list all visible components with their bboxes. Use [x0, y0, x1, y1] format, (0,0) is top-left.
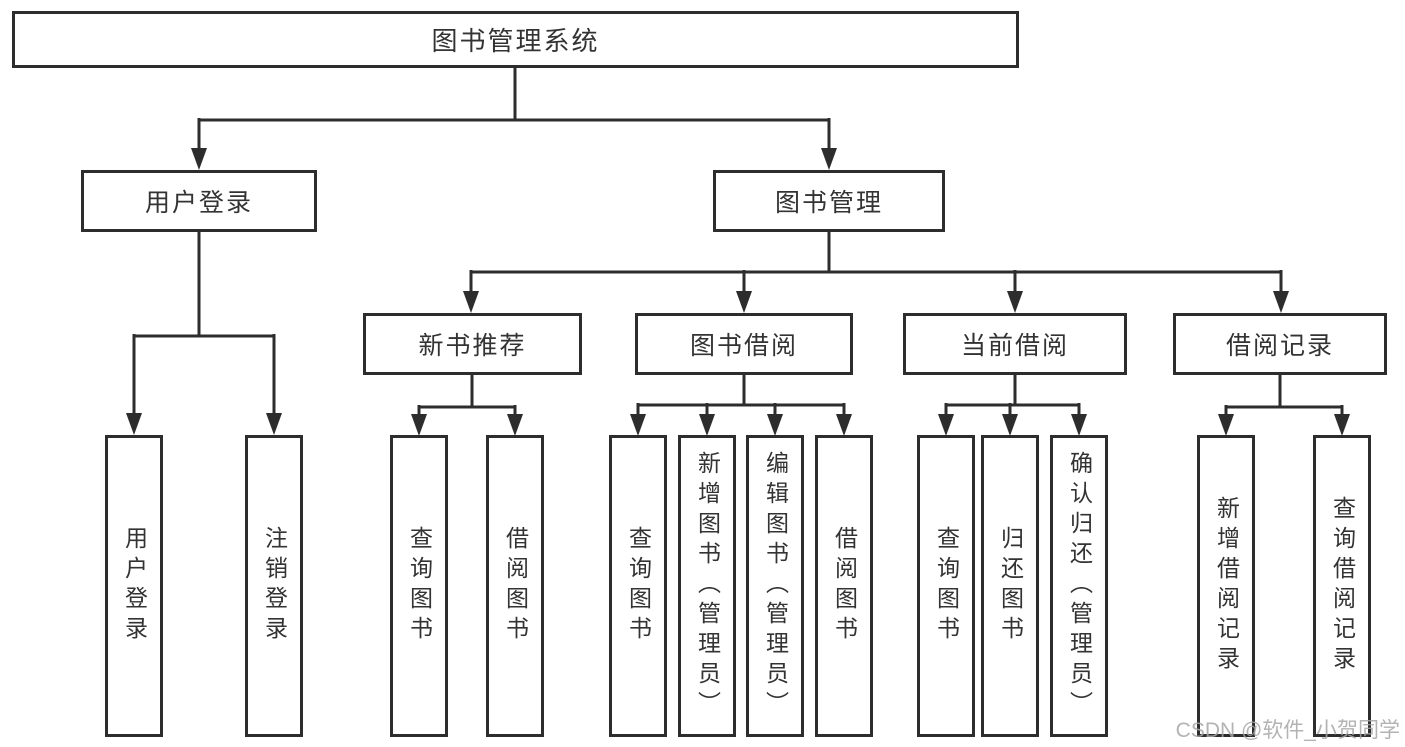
- connector-user-login-to-leaves: [126, 232, 282, 435]
- arrowhead: [836, 414, 852, 436]
- leaf-edit-book-admin-label: 编辑图书（管理员）: [762, 451, 789, 721]
- node-book-management: 图书管理: [713, 170, 945, 232]
- leaf-borrow-books-recommend-label: 借阅图书: [502, 526, 529, 646]
- leaf-return-books: 归还图书: [981, 435, 1039, 737]
- leaf-query-books-current-label: 查询图书: [933, 526, 960, 646]
- node-user-login-label: 用户登录: [144, 189, 253, 217]
- node-new-book-recommend-label: 新书推荐: [418, 332, 527, 360]
- node-book-management-label: 图书管理: [774, 189, 883, 217]
- node-book-borrow-label: 图书借阅: [689, 332, 798, 360]
- node-user-login: 用户登录: [81, 170, 317, 232]
- leaf-user-login-label: 用户登录: [121, 526, 148, 646]
- connector-current-borrow-to-leaves: [938, 375, 1087, 436]
- arrowhead: [411, 414, 427, 436]
- node-library-system: 图书管理系统: [12, 11, 1019, 68]
- arrowhead: [507, 414, 523, 436]
- connector-book-borrow-to-leaves: [630, 375, 852, 436]
- leaf-query-books-recommend-label: 查询图书: [406, 526, 433, 646]
- node-current-borrow: 当前借阅: [903, 313, 1127, 375]
- node-current-borrow-label: 当前借阅: [960, 332, 1069, 360]
- connector-book-management-to-sections: [463, 232, 1289, 313]
- leaf-user-login: 用户登录: [105, 435, 163, 737]
- leaf-query-books-current: 查询图书: [917, 435, 975, 737]
- leaf-borrow-books-label: 借阅图书: [831, 526, 858, 646]
- watermark: CSDN @软件_小贺同学: [1175, 719, 1400, 742]
- leaf-logout: 注销登录: [245, 435, 303, 737]
- leaf-query-books-borrow-label: 查询图书: [625, 526, 652, 646]
- arrowhead: [266, 413, 282, 435]
- arrowhead: [767, 414, 783, 436]
- arrowhead: [938, 414, 954, 436]
- arrowhead: [1273, 291, 1289, 313]
- leaf-logout-label: 注销登录: [261, 526, 288, 646]
- connector-root-to-branches: [191, 68, 837, 170]
- node-book-borrow: 图书借阅: [635, 313, 853, 375]
- node-new-book-recommend: 新书推荐: [363, 313, 582, 375]
- leaf-add-borrow-record-label: 新增借阅记录: [1213, 496, 1240, 676]
- arrowhead: [463, 291, 479, 313]
- arrowhead: [736, 291, 752, 313]
- leaf-query-borrow-record-label: 查询借阅记录: [1329, 496, 1356, 676]
- leaf-borrow-books: 借阅图书: [815, 435, 873, 737]
- leaf-confirm-return-admin: 确认归还（管理员）: [1050, 435, 1108, 737]
- leaf-query-books-borrow: 查询图书: [609, 435, 667, 737]
- connector-new-book-recommend-to-leaves: [411, 375, 523, 436]
- leaf-return-books-label: 归还图书: [997, 526, 1024, 646]
- arrowhead: [1071, 414, 1087, 436]
- node-borrow-records-label: 借阅记录: [1225, 332, 1334, 360]
- leaf-query-books-recommend: 查询图书: [390, 435, 448, 737]
- arrowhead: [1334, 414, 1350, 436]
- arrowhead: [191, 148, 207, 170]
- arrowhead: [1218, 414, 1234, 436]
- arrowhead: [821, 148, 837, 170]
- leaf-confirm-return-admin-label: 确认归还（管理员）: [1066, 451, 1093, 721]
- leaf-add-book-admin: 新增图书（管理员）: [678, 435, 736, 737]
- leaf-add-borrow-record: 新增借阅记录: [1197, 435, 1255, 737]
- node-library-system-label: 图书管理系统: [431, 26, 600, 56]
- arrowhead: [630, 414, 646, 436]
- arrowhead: [1002, 414, 1018, 436]
- leaf-borrow-books-recommend: 借阅图书: [486, 435, 544, 737]
- arrowhead: [699, 414, 715, 436]
- arrowhead: [126, 413, 142, 435]
- leaf-add-book-admin-label: 新增图书（管理员）: [694, 451, 721, 721]
- leaf-query-borrow-record: 查询借阅记录: [1313, 435, 1371, 737]
- node-borrow-records: 借阅记录: [1173, 313, 1387, 375]
- connector-borrow-records-to-leaves: [1218, 375, 1350, 436]
- leaf-edit-book-admin: 编辑图书（管理员）: [746, 435, 804, 737]
- arrowhead: [1007, 291, 1023, 313]
